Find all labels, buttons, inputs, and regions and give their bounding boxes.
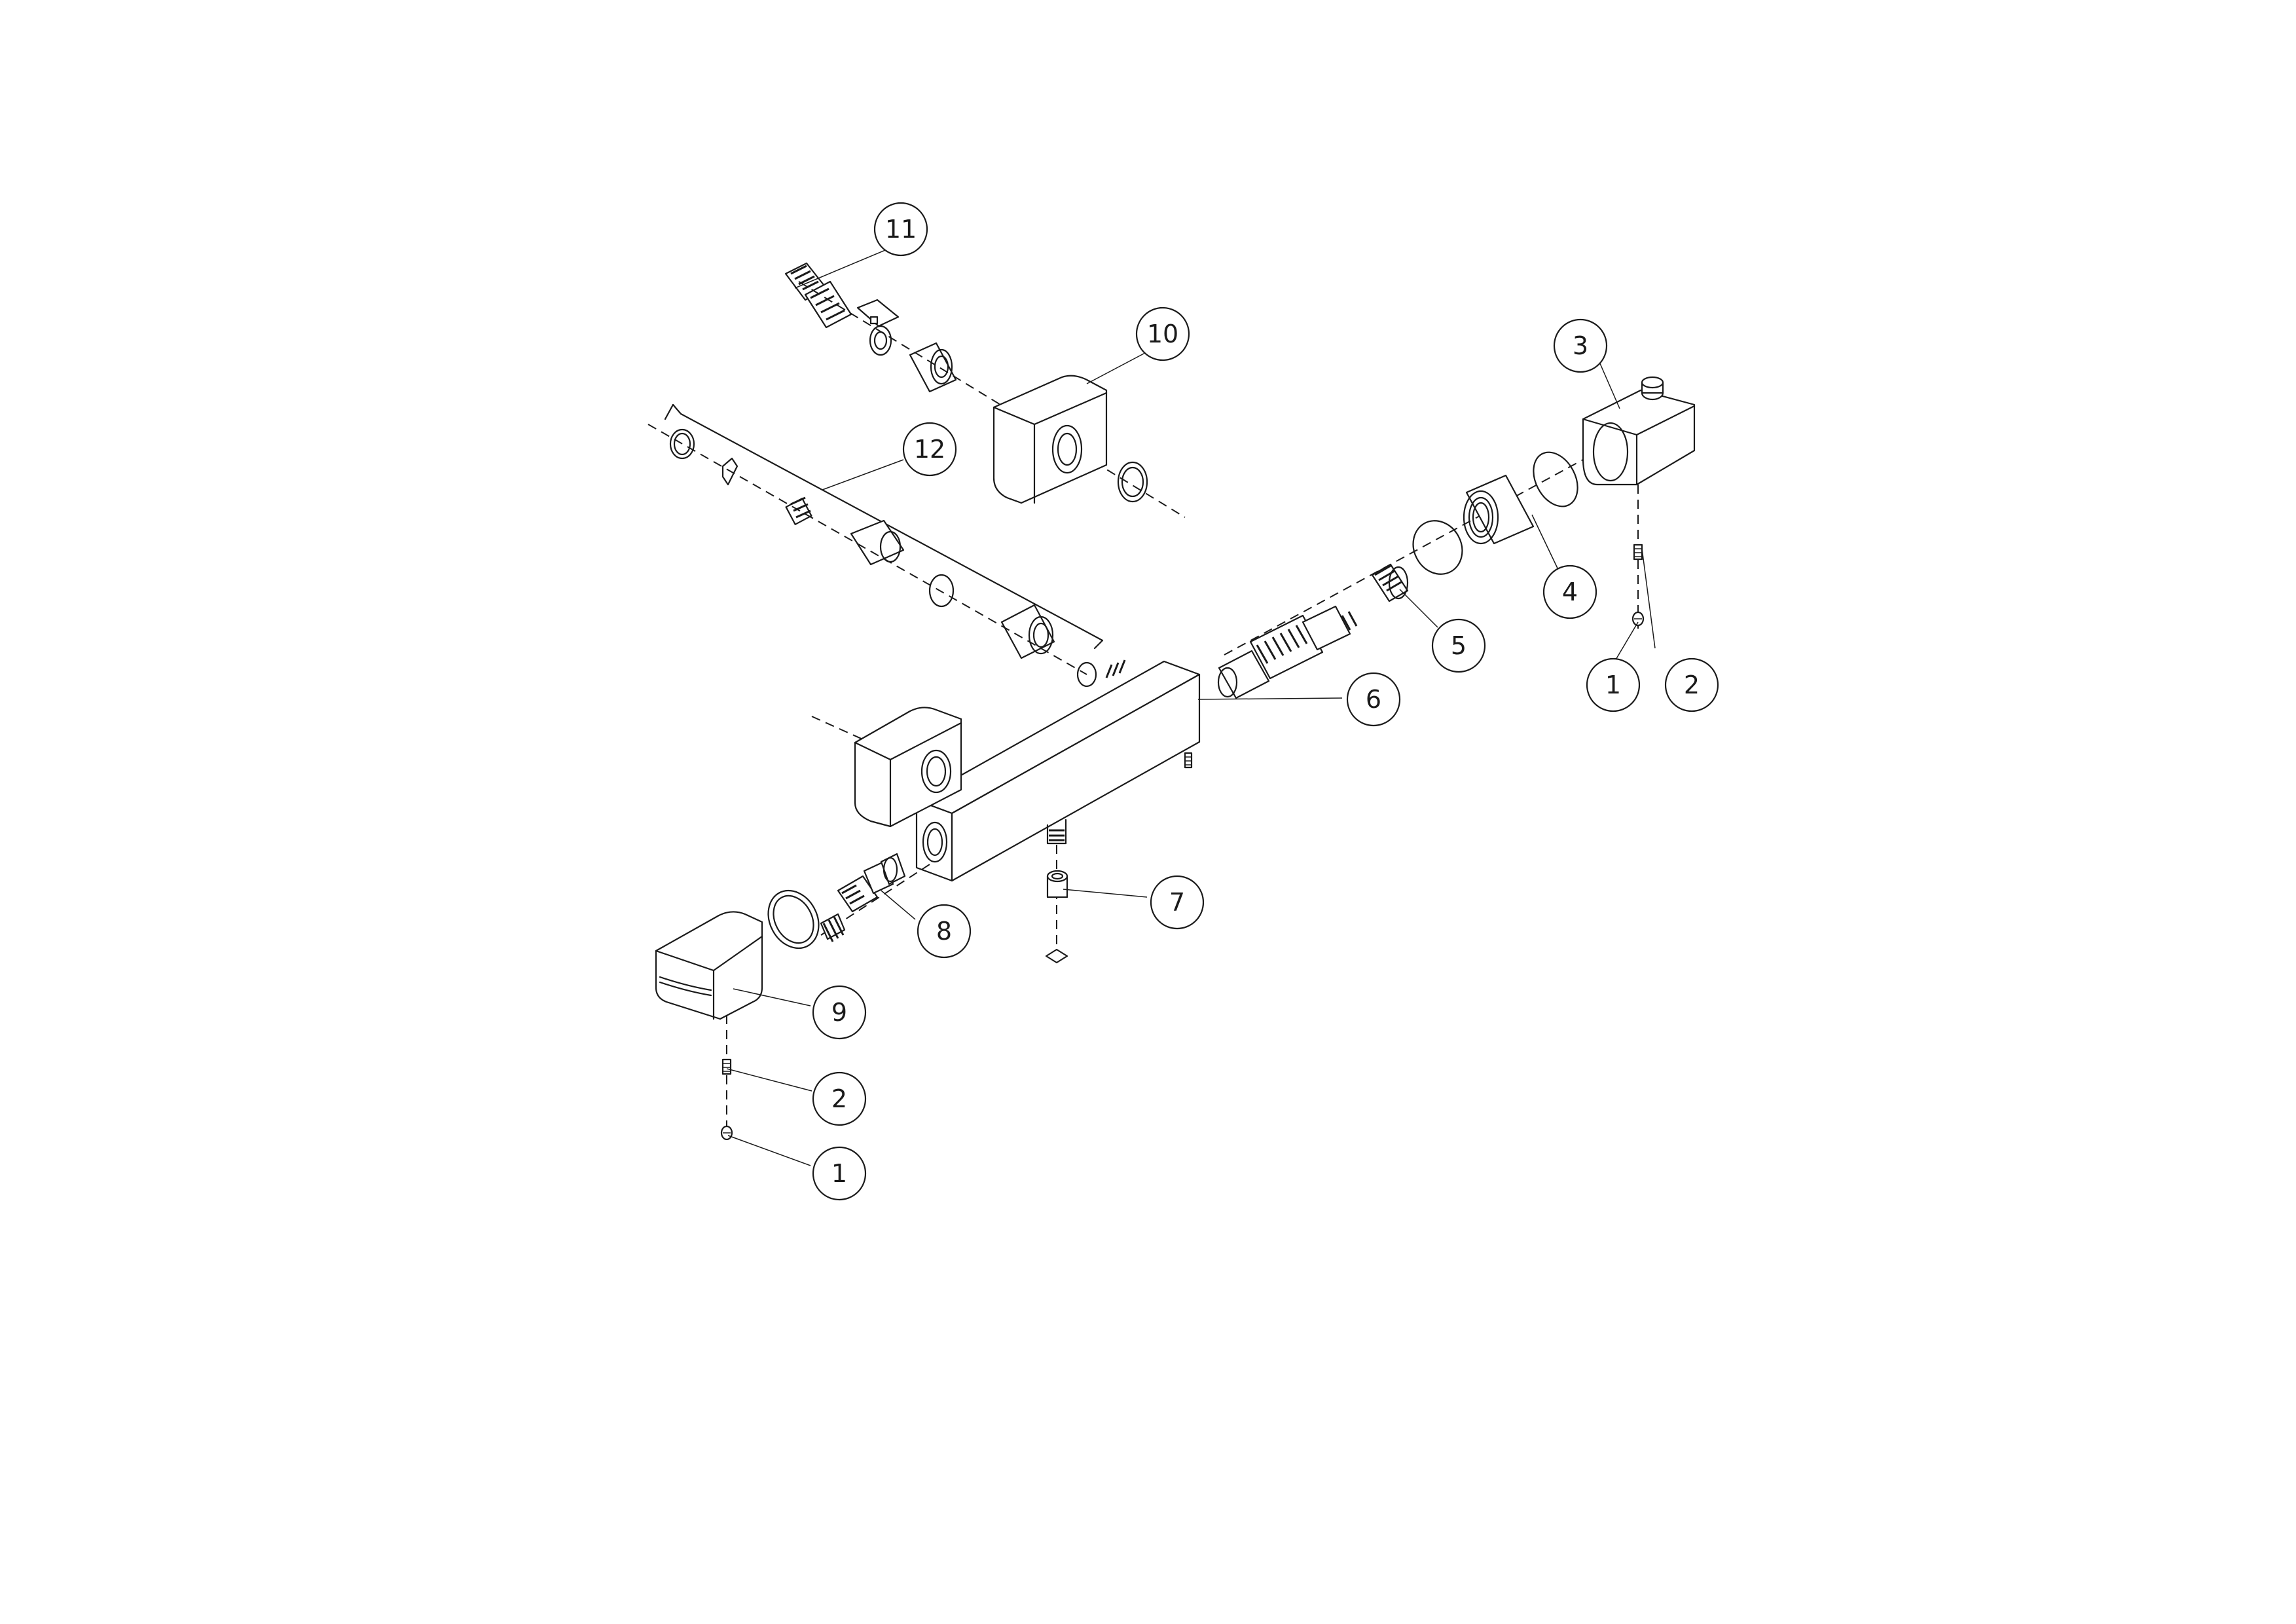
callout-1-right-label: 1	[1605, 671, 1621, 699]
callout-3: 3	[1553, 318, 1608, 373]
part-11-cartridge	[784, 262, 900, 356]
callout-6-label: 6	[1366, 685, 1381, 714]
callout-10-label: 10	[1147, 320, 1178, 348]
part-4-ring	[1412, 451, 1578, 575]
valve-body	[915, 659, 1201, 882]
callout-12-label: 12	[914, 435, 945, 464]
callout-4: 4	[1542, 564, 1597, 619]
callout-9-label: 9	[831, 998, 847, 1027]
callout-4-label: 4	[1562, 578, 1578, 606]
part-5-nut	[1371, 563, 1409, 602]
part-3-set-screws	[1631, 485, 1645, 629]
part-8-cartridge	[820, 853, 930, 942]
callout-2-left-label: 2	[831, 1084, 847, 1113]
part-9-handle	[655, 889, 820, 1020]
callout-2-right: 2	[1664, 657, 1719, 712]
part-12-assembly	[647, 403, 1104, 688]
callout-1-left: 1	[812, 1146, 867, 1201]
left-coupling-block	[811, 707, 962, 828]
callout-7: 7	[1150, 875, 1205, 930]
callout-2-right-label: 2	[1684, 671, 1700, 699]
thermostatic-cartridge	[1217, 451, 1598, 699]
part-10-nut	[798, 281, 1186, 518]
part-7-nipple	[1045, 845, 1068, 964]
callout-1-right: 1	[1586, 657, 1641, 712]
callout-11: 11	[873, 202, 928, 257]
part-10-handle	[993, 375, 1148, 504]
callout-1-left-label: 1	[831, 1159, 847, 1188]
callout-9: 9	[812, 985, 867, 1040]
callout-12: 12	[902, 422, 957, 477]
callout-2-left: 2	[812, 1071, 867, 1126]
callout-5-label: 5	[1451, 631, 1467, 660]
callout-7-label: 7	[1169, 888, 1185, 917]
callout-6: 6	[1346, 672, 1401, 727]
callout-11-label: 11	[885, 215, 917, 244]
callout-8-label: 8	[936, 917, 952, 946]
callout-8: 8	[917, 904, 972, 959]
callout-3-label: 3	[1573, 331, 1588, 360]
callout-5: 5	[1431, 618, 1486, 673]
part-3-handle	[1582, 376, 1696, 486]
part-9-set-screws	[720, 1015, 733, 1141]
callout-10: 10	[1135, 306, 1190, 361]
